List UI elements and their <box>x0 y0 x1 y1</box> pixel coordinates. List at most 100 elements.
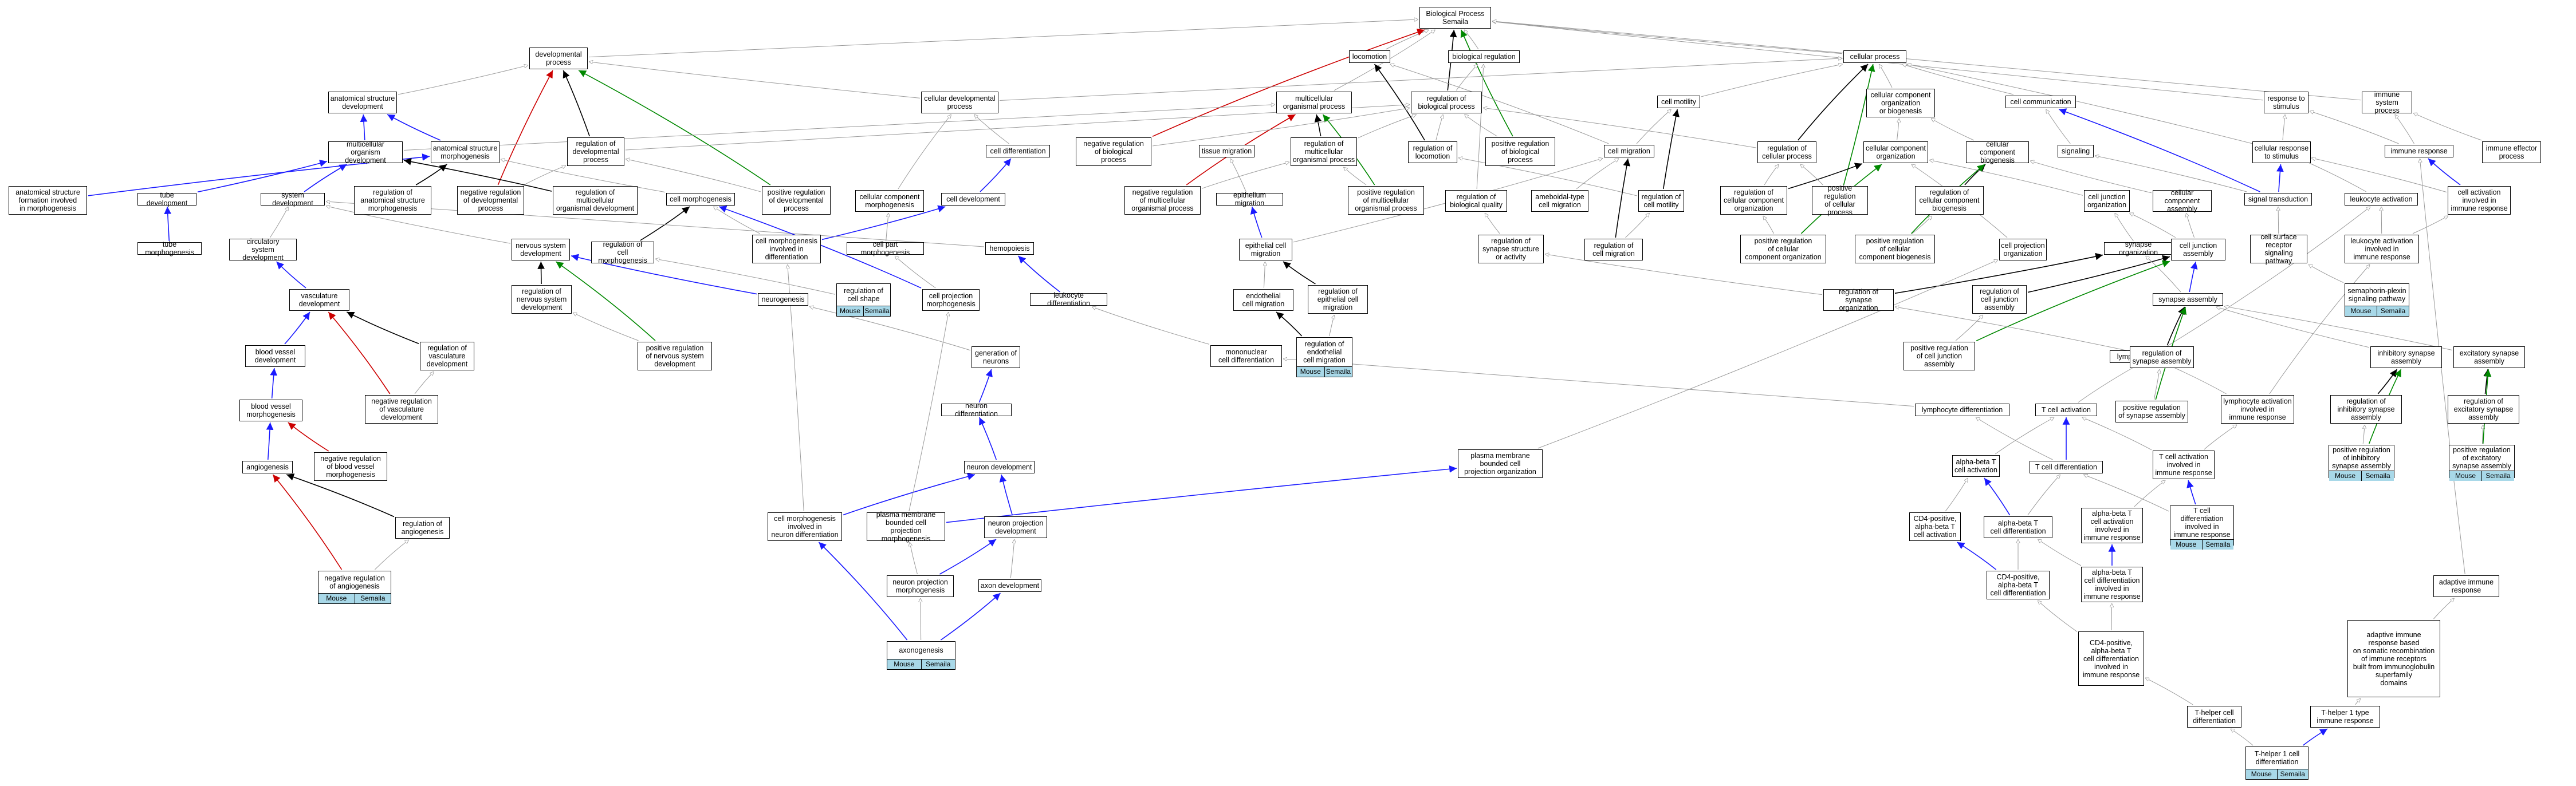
go-term-node-cell-dev-proc[interactable]: cellular developmental process <box>921 92 998 113</box>
go-term-node-axon-dev[interactable]: axon development <box>978 579 1041 592</box>
go-term-node-pos-reg-ns[interactable]: positive regulation of nervous system de… <box>638 342 712 370</box>
go-term-node-cell-resp-stim[interactable]: cellular response to stimulus <box>2252 141 2311 163</box>
go-term-node-reg-cell-mot[interactable]: regulation of cell motility <box>1638 190 1684 212</box>
go-term-node-cd4-diff-imm[interactable]: CD4-positive, alpha-beta T cell differen… <box>2078 631 2144 686</box>
go-term-node-endo-mig[interactable]: endothelial cell migration <box>1233 289 1293 311</box>
go-term-node-sig-trans[interactable]: signal transduction <box>2244 193 2312 206</box>
go-term-node-syn-org[interactable]: synapse organization <box>2104 240 2173 256</box>
go-term-node-reg-vasc-dev[interactable]: regulation of vasculature development <box>420 342 474 370</box>
go-term-node-tcell-diff-imm[interactable]: T cell differentiation involved in immun… <box>2170 505 2234 550</box>
go-term-node-anat-morph[interactable]: anatomical structure morphogenesis <box>431 141 500 163</box>
go-term-node-neurogenesis[interactable]: neurogenesis <box>758 293 808 306</box>
go-term-node-reg-syn-org[interactable]: regulation of synapse organization <box>1823 288 1894 312</box>
go-term-node-reg-multi-dev[interactable]: regulation of multicellular organismal d… <box>553 186 638 215</box>
go-term-node-vasc-dev[interactable]: vasculature development <box>289 289 349 311</box>
go-term-node-reg-ns-dev[interactable]: regulation of nervous system development <box>512 285 572 314</box>
go-term-node-lymph-diff[interactable]: lymphocyte differentiation <box>1915 404 2009 416</box>
go-term-node-epi-mig[interactable]: epithelium migration <box>1216 191 1283 207</box>
go-term-node-cm-neuron-diff[interactable]: cell morphogenesis involved in neuron di… <box>768 512 842 541</box>
go-term-node-pos-reg-inhib[interactable]: positive regulation of inhibitory synaps… <box>2329 445 2394 481</box>
go-term-node-leuk-act-imm[interactable]: leukocyte activation involved in immune … <box>2345 235 2419 263</box>
go-term-node-neg-reg-bio[interactable]: negative regulation of biological proces… <box>1076 137 1151 166</box>
go-term-node-cc-biog[interactable]: cellular component biogenesis <box>1966 140 2029 164</box>
go-term-node-pos-reg-bio[interactable]: positive regulation of biological proces… <box>1485 137 1555 166</box>
go-term-node-reg-endo-mig[interactable]: regulation of endothelial cell migration… <box>1296 337 1352 377</box>
go-term-node-tissue-mig[interactable]: tissue migration <box>1199 145 1254 157</box>
go-term-node-hemopoiesis[interactable]: hemopoiesis <box>985 242 1034 255</box>
go-term-node-reg-cja[interactable]: regulation of cell junction assembly <box>1972 285 2027 314</box>
go-term-node-reg-syn-asm[interactable]: regulation of synapse assembly <box>2130 346 2194 368</box>
go-term-node-gen-neurons[interactable]: generation of neurons <box>972 346 1020 368</box>
go-term-node-th1-resp[interactable]: T-helper 1 type immune response <box>2310 706 2380 728</box>
go-term-node-th-diff[interactable]: T-helper cell differentiation <box>2187 706 2241 728</box>
go-term-node-csr-sig[interactable]: cell surface receptor signaling pathway <box>2250 233 2307 265</box>
go-term-node-neg-reg-vasc[interactable]: negative regulation of vasculature devel… <box>365 395 438 424</box>
go-term-node-amoeboid[interactable]: ameboidal-type cell migration <box>1531 190 1588 212</box>
go-term-node-tube-morph[interactable]: tube morphogenesis <box>137 240 202 256</box>
go-term-node-pm-bounded[interactable]: plasma membrane bounded cell projection … <box>1458 449 1543 478</box>
go-term-node-cm-involved-diff[interactable]: cell morphogenesis involved in different… <box>752 235 821 263</box>
go-term-node-ab-diff-imm[interactable]: alpha-beta T cell differentiation involv… <box>2081 567 2143 602</box>
go-term-node-reg-excit[interactable]: regulation of excitatory synapse assembl… <box>2448 395 2519 424</box>
go-term-node-reg-epi-mig[interactable]: regulation of epithelial cell migration <box>1308 285 1368 314</box>
go-term-node-epi-cell-mig[interactable]: epithelial cell migration <box>1239 239 1292 260</box>
go-term-node-multi-proc[interactable]: multicellular organismal process <box>1276 92 1352 113</box>
go-term-node-tcell-diff[interactable]: T cell differentiation <box>2030 461 2103 473</box>
go-term-node-cell-diff[interactable]: cell differentiation <box>986 145 1050 157</box>
go-term-node-circ-sys[interactable]: circulatory system development <box>229 238 297 262</box>
go-term-node-pos-reg-dev[interactable]: positive regulation of developmental pro… <box>762 186 831 215</box>
go-term-node-cell-proc[interactable]: cellular process <box>1843 50 1906 63</box>
go-term-node-bv-morph[interactable]: blood vessel morphogenesis <box>239 400 302 421</box>
go-term-node-neuron-proj-dev[interactable]: neuron projection development <box>984 516 1047 538</box>
go-term-node-tube-dev[interactable]: tube development <box>137 191 196 207</box>
go-term-node-reg-loco[interactable]: regulation of locomotion <box>1408 141 1457 163</box>
go-term-node-mono-diff[interactable]: mononuclear cell differentiation <box>1210 345 1282 367</box>
go-term-node-reg-cc-biog[interactable]: regulation of cellular component biogene… <box>1915 186 1984 215</box>
go-term-node-ns-dev[interactable]: nervous system development <box>512 239 570 260</box>
go-term-node-resp-stim[interactable]: response to stimulus <box>2264 92 2308 113</box>
go-term-node-pos-reg-multi[interactable]: positive regulation of multicellular org… <box>1348 186 1424 215</box>
go-term-node-reg-anat-morph[interactable]: regulation of anatomical structure morph… <box>354 186 431 215</box>
go-term-node-angiogenesis[interactable]: angiogenesis <box>242 461 293 473</box>
go-term-node-cc-org-biog[interactable]: cellular component organization or bioge… <box>1866 89 1935 117</box>
go-term-node-bio-reg[interactable]: biological regulation <box>1448 50 1520 63</box>
go-term-node-syn-asm[interactable]: synapse assembly <box>2153 293 2223 306</box>
go-term-node-pos-reg-syn-asm[interactable]: positive regulation of synapse assembly <box>2115 401 2188 422</box>
go-term-node-cd4-ab-diff[interactable]: CD4-positive, alpha-beta T cell differen… <box>1987 571 2050 599</box>
go-term-node-cc-assembly[interactable]: cellular component assembly <box>2153 189 2212 213</box>
go-term-node-pm-proj-morph[interactable]: plasma membrane bounded cell projection … <box>867 511 945 543</box>
go-term-node-reg-inhib[interactable]: regulation of inhibitory synapse assembl… <box>2330 395 2402 424</box>
go-term-node-adaptive[interactable]: adaptive immune response <box>2433 575 2499 597</box>
go-term-node-cell-proj-org[interactable]: cell projection organization <box>1999 239 2047 260</box>
go-term-node-adaptive-somatic[interactable]: adaptive immune response based on somati… <box>2347 620 2440 697</box>
go-term-node-reg-cc-org[interactable]: regulation of cellular component organiz… <box>1720 186 1787 215</box>
go-term-node-ab-tcell-act[interactable]: alpha-beta T cell activation <box>1952 455 2000 477</box>
go-term-node-tcell-act[interactable]: T cell activation <box>2035 404 2097 416</box>
go-term-node-cell-comm[interactable]: cell communication <box>2005 96 2076 108</box>
go-term-node-reg-bio-qual[interactable]: regulation of biological quality <box>1445 190 1507 212</box>
go-term-node-lymph-act-imm[interactable]: lymphocyte activation involved in immune… <box>2221 395 2294 424</box>
go-term-node-cc-morph[interactable]: cellular component morphogenesis <box>855 190 924 212</box>
go-term-node-ab-tcell-diff[interactable]: alpha-beta T cell differentiation <box>1984 516 2052 538</box>
go-term-node-pos-reg-cja[interactable]: positive regulation of cell junction ass… <box>1904 342 1975 370</box>
go-term-node-neg-reg-bvm[interactable]: negative regulation of blood vessel morp… <box>314 452 387 481</box>
go-term-node-cell-junc-asm[interactable]: cell junction assembly <box>2171 239 2225 260</box>
go-term-node-leuk-act[interactable]: leukocyte activation <box>2345 193 2418 206</box>
go-term-node-imm-resp[interactable]: immune response <box>2385 145 2453 157</box>
go-term-node-pos-reg-cc-org[interactable]: positive regulation of cellular componen… <box>1740 235 1826 263</box>
go-term-node-inhib-syn[interactable]: inhibitory synapse assembly <box>2370 346 2442 368</box>
go-term-node-cell-junc-org[interactable]: cell junction organization <box>2084 190 2130 212</box>
go-term-node-ab-tcell-act-imm[interactable]: alpha-beta T cell activation involved in… <box>2081 508 2143 543</box>
go-term-node-reg-dev-proc[interactable]: regulation of developmental process <box>567 137 624 166</box>
go-term-node-cd4-ab-act[interactable]: CD4-positive, alpha-beta T cell activati… <box>1909 512 1961 541</box>
go-term-node-reg-cell-proc[interactable]: regulation of cellular process <box>1757 141 1816 163</box>
go-term-node-root[interactable]: Biological Process Semaila <box>1419 7 1491 29</box>
go-term-node-pos-reg-excit[interactable]: positive regulation of excitatory synaps… <box>2449 445 2515 481</box>
go-term-node-reg-cell-mig[interactable]: regulation of cell migration <box>1584 239 1643 260</box>
go-term-node-neuron-dev[interactable]: neuron development <box>964 461 1035 473</box>
go-term-node-pos-reg-cc-biog[interactable]: positive regulation of cellular componen… <box>1855 235 1935 263</box>
go-term-node-signaling[interactable]: signaling <box>2058 145 2094 157</box>
